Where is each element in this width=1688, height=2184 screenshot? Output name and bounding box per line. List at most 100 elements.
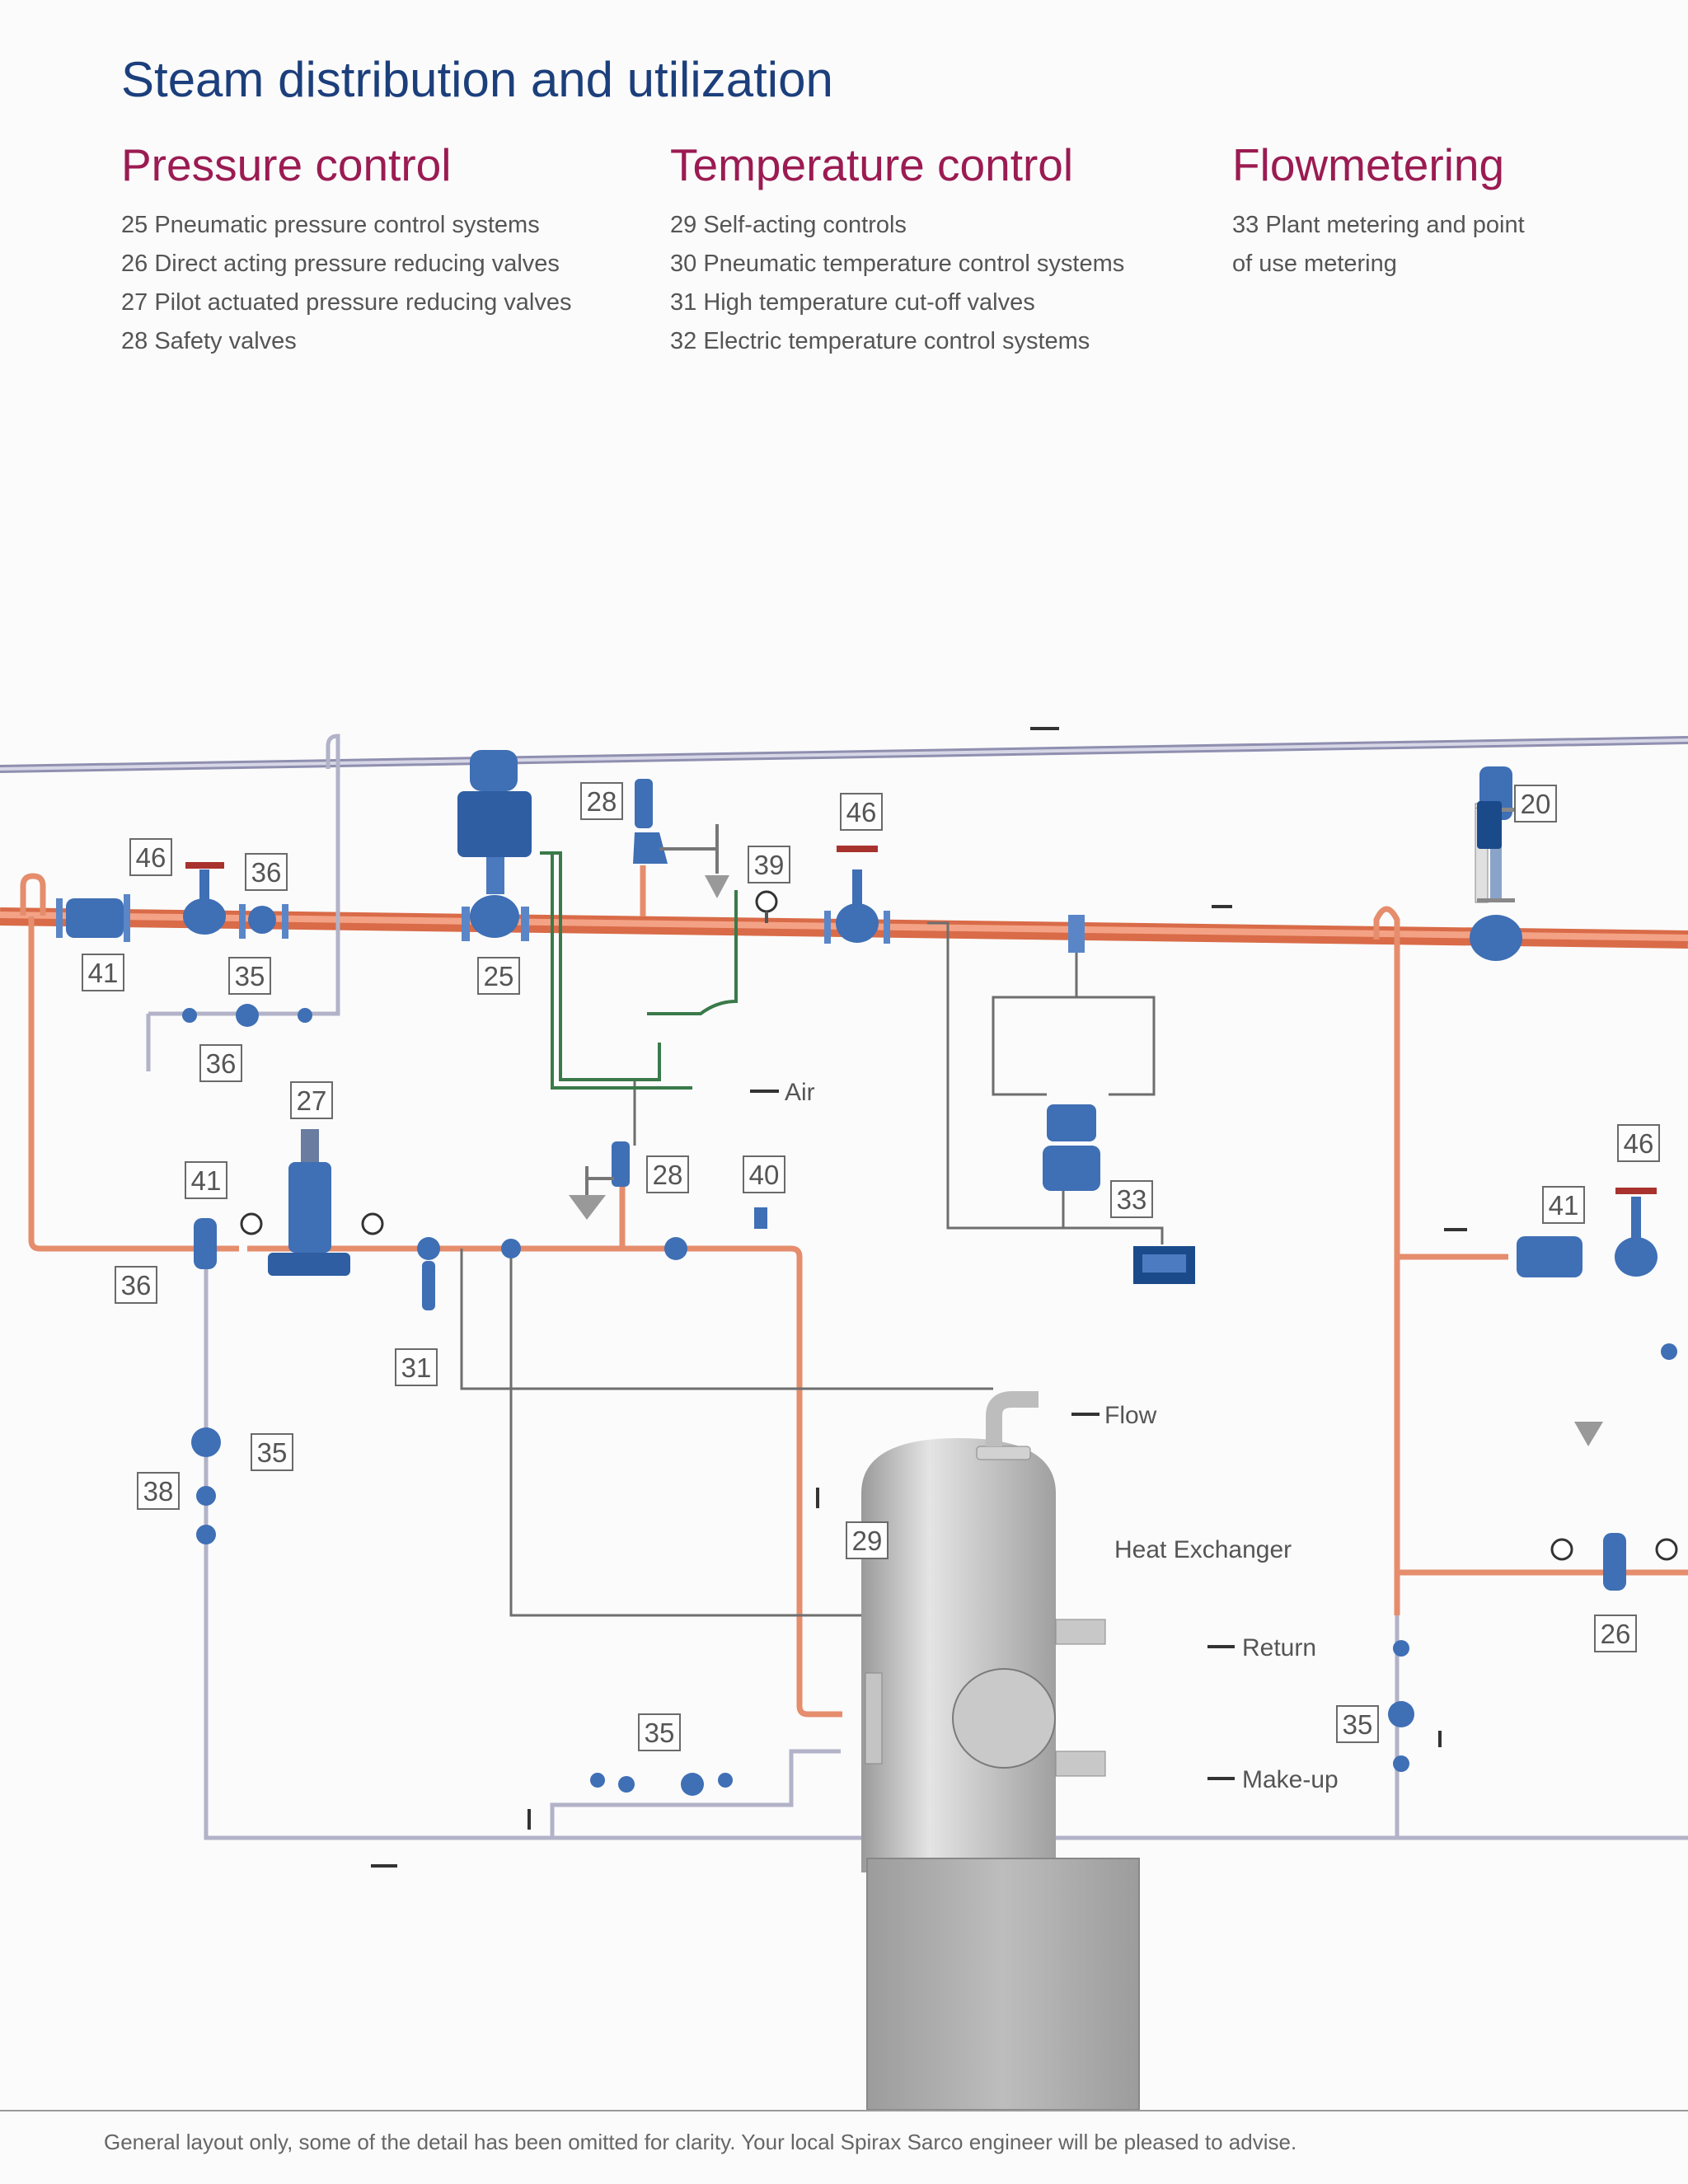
flow-arrows (371, 727, 1467, 1868)
globe-valve-icon (288, 1162, 331, 1253)
tag-41: 41 (1542, 1186, 1585, 1224)
svg-text:35: 35 (645, 1718, 675, 1748)
section-heading: Temperature control (670, 139, 1074, 190)
globe-valve-icon (836, 903, 879, 943)
tag-31: 31 (395, 1348, 438, 1386)
control-valve-icon (470, 895, 519, 938)
tag-28: 28 (580, 782, 623, 820)
svg-text:46: 46 (846, 797, 877, 827)
svg-text:46: 46 (1624, 1128, 1654, 1159)
safety-valve-icon (635, 779, 653, 828)
svg-text:46: 46 (136, 842, 166, 873)
valve-40 (664, 1207, 767, 1260)
controller-20 (1477, 801, 1502, 849)
tag-40: 40 (743, 1155, 785, 1193)
svg-text:36: 36 (251, 857, 282, 888)
pressure-gauge-icon (240, 1212, 263, 1235)
safety-valve-28-top (633, 779, 729, 898)
valve-assembly-left (56, 862, 288, 942)
svg-text:26: 26 (1601, 1619, 1631, 1649)
list-item: 27 Pilot actuated pressure reducing valv… (121, 289, 572, 316)
pressure-gauge-icon (361, 1212, 384, 1235)
strainer-icon (66, 898, 124, 938)
svg-text:38: 38 (143, 1476, 174, 1507)
list-item: 26 Direct acting pressure reducing valve… (121, 251, 560, 277)
control-valve-icon (1470, 915, 1522, 961)
return-label: Return (1242, 1634, 1316, 1661)
pressure-gauge-icon (1655, 1538, 1678, 1561)
footer-divider (0, 2110, 1688, 2111)
svg-text:27: 27 (297, 1085, 327, 1116)
flowmeter-icon (1043, 1146, 1100, 1191)
trap-set-35-top (182, 1004, 312, 1027)
svg-text:25: 25 (484, 961, 514, 991)
tag-41: 41 (82, 954, 124, 991)
tag-36: 36 (115, 1266, 157, 1304)
list-item: of use metering (1232, 251, 1397, 277)
tag-39: 39 (748, 846, 790, 883)
section-heading: Pressure control (121, 139, 452, 190)
page-title: Steam distribution and utilization (121, 52, 833, 107)
svg-text:20: 20 (1521, 789, 1551, 819)
label-arrows (750, 1090, 1235, 1780)
tag-36: 36 (245, 853, 288, 891)
svg-text:39: 39 (754, 850, 785, 880)
item-list: 33 Plant metering and point of use meter… (1232, 206, 1525, 284)
trap-set-35-bottom (590, 1773, 733, 1796)
list-item: 28 Safety valves (121, 328, 297, 354)
flow-label: Flow (1104, 1402, 1157, 1429)
tag-27: 27 (290, 1081, 333, 1119)
svg-text:41: 41 (1549, 1190, 1579, 1221)
steam-trap-icon (236, 1004, 259, 1027)
tag-26: 26 (1594, 1615, 1637, 1652)
air-label: Air (785, 1079, 815, 1106)
steam-trap-icon (681, 1773, 704, 1796)
tag-35: 35 (638, 1713, 681, 1751)
prv-27 (194, 1129, 384, 1276)
section-pressure-control: Pressure control 25 Pneumatic pressure c… (121, 138, 571, 361)
section-temperature-control: Temperature control 29 Self-acting contr… (670, 138, 1124, 361)
tag-35: 35 (228, 957, 271, 995)
svg-text:29: 29 (852, 1526, 883, 1556)
tag-46: 46 (840, 793, 883, 831)
globe-valve-icon (1615, 1237, 1658, 1277)
steam-branch-pipes (20, 865, 1688, 1718)
list-item: 29 Self-acting controls (670, 212, 907, 238)
tag-36: 36 (199, 1044, 242, 1082)
svg-text:35: 35 (1343, 1709, 1373, 1740)
section-heading: Flowmetering (1232, 139, 1505, 190)
makeup-label: Make-up (1242, 1766, 1339, 1793)
trap-set-35-right (1388, 1640, 1414, 1772)
safety-valve-28-mid (569, 1141, 630, 1220)
gauge-39 (755, 890, 778, 923)
right-branch-valves (1517, 1188, 1678, 1591)
svg-text:28: 28 (653, 1160, 683, 1190)
controller-icon (1477, 801, 1502, 849)
tag-20: 20 (1514, 785, 1557, 823)
control-valve-25 (457, 750, 532, 941)
svg-text:31: 31 (401, 1352, 432, 1383)
pressure-gauge-icon (755, 890, 778, 913)
tag-35: 35 (1336, 1705, 1379, 1743)
tag-25: 25 (477, 957, 520, 995)
air-lines (540, 851, 738, 1090)
item-list: 25 Pneumatic pressure control systems 26… (121, 206, 571, 361)
tag-33: 33 (1110, 1180, 1153, 1218)
svg-text:36: 36 (206, 1048, 237, 1079)
heat-exchanger-label: Heat Exchanger (1114, 1536, 1292, 1563)
flowmeter-33 (1043, 915, 1195, 1284)
strainer-icon (194, 1218, 217, 1269)
tag-28: 28 (646, 1155, 689, 1193)
section-flowmetering: Flowmetering 33 Plant metering and point… (1232, 138, 1525, 284)
steam-trap-icon (1388, 1701, 1414, 1727)
globe-valve-icon (183, 898, 226, 935)
signal-lines (460, 921, 1164, 1617)
list-item: 25 Pneumatic pressure control systems (121, 212, 540, 238)
svg-text:41: 41 (88, 958, 119, 988)
heat-exchanger-icon (861, 1391, 1140, 2111)
tag-46: 46 (1617, 1124, 1660, 1162)
list-item: 33 Plant metering and point (1232, 212, 1525, 238)
safety-valve-icon (612, 1141, 630, 1187)
tag-46: 46 (129, 838, 172, 876)
